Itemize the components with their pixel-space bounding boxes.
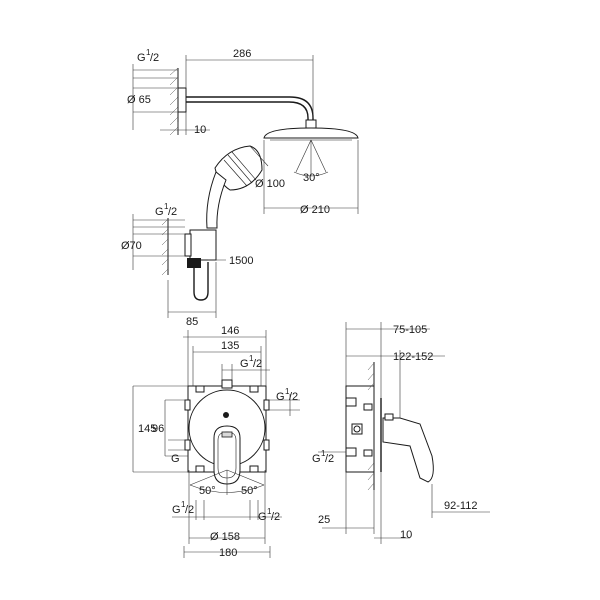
box-height-inner: 96: [152, 423, 164, 435]
hand-shower-view: Ø 100 G 1 /2 Ø70 1500 85: [121, 145, 285, 328]
arm-thread-sup: 1: [146, 48, 151, 57]
side-depth-range-1: 75-105: [393, 324, 427, 336]
box-width-inner: 135: [221, 340, 239, 352]
head-dia: Ø 210: [300, 204, 330, 216]
side-mixer-lever: [382, 417, 434, 483]
outlet-flange-dia: Ø70: [121, 240, 142, 252]
svg-text:/2: /2: [325, 453, 334, 465]
arm-thread-sub: /2: [150, 52, 159, 64]
angle-left: 50°: [199, 485, 216, 497]
box-side-outline: [345, 385, 375, 473]
outlet-projection: 85: [186, 316, 198, 328]
head-tilt-angle: 30°: [303, 172, 320, 184]
hose: [193, 262, 209, 301]
outlet-thread-sub: /2: [168, 206, 177, 218]
arm-wall-offset: 10: [194, 124, 206, 136]
plate-dia: Ø 158: [210, 531, 240, 543]
outlet-thread-g: G: [155, 206, 164, 218]
side-lever-range: 92-112: [444, 500, 477, 512]
top-thread-sub: /2: [253, 358, 262, 370]
arm-length: 286: [233, 48, 251, 60]
bottom-right-thread-g: G: [258, 511, 267, 523]
right-thread-g: G: [276, 391, 285, 403]
angle-right: 50°: [241, 485, 258, 497]
hose-connector: [187, 258, 201, 268]
bottom-left-thread-g: G: [172, 504, 181, 516]
box-width-outer: 146: [221, 325, 239, 337]
bottom-left-thread-sub: /2: [185, 504, 194, 516]
arm-flange-dia: Ø 65: [127, 94, 151, 106]
top-thread-sup: 1: [249, 354, 254, 363]
box-height-outer: 145: [138, 423, 156, 435]
shower-arm: [186, 96, 314, 122]
svg-text:G: G: [312, 453, 321, 465]
head-shower: [263, 119, 359, 177]
wall-outlet-body: [189, 229, 217, 261]
concealed-box-side-view: 75-105 122-152 25 G 1 /2 25 10 92-112: [312, 322, 490, 544]
bottom-left-thread-sup: 1: [181, 500, 186, 509]
bottom-right-thread-sub: /2: [271, 511, 280, 523]
bottom-right-thread-sup: 1: [267, 507, 272, 516]
hand-shower-dia: Ø 100: [255, 178, 285, 190]
side-plate-thickness: 10: [400, 529, 412, 541]
hose-length: 1500: [229, 255, 253, 267]
side-wall-depth: 25: [318, 514, 330, 526]
arm-flange: [177, 87, 187, 113]
side-depth-range-2: 122-152: [393, 351, 433, 363]
svg-text:1: 1: [321, 449, 326, 458]
top-thread-g: G: [240, 358, 249, 370]
right-thread-sup: 1: [285, 387, 290, 396]
right-thread-sub: /2: [289, 391, 298, 403]
outlet-thread-sup: 1: [164, 202, 169, 211]
arm-thread-g: G: [137, 52, 146, 64]
plate-width: 180: [219, 547, 237, 559]
shower-arm-view: G 1 /2 286 Ø 65 10 30° Ø 210: [127, 48, 359, 216]
concealed-box-front-view: 146 135 G 1 /2 G 1 /2 145 96 G: [132, 325, 300, 559]
hand-shower: [206, 145, 269, 229]
left-thread-g: G: [171, 453, 180, 465]
mixer-lever: [213, 425, 241, 485]
